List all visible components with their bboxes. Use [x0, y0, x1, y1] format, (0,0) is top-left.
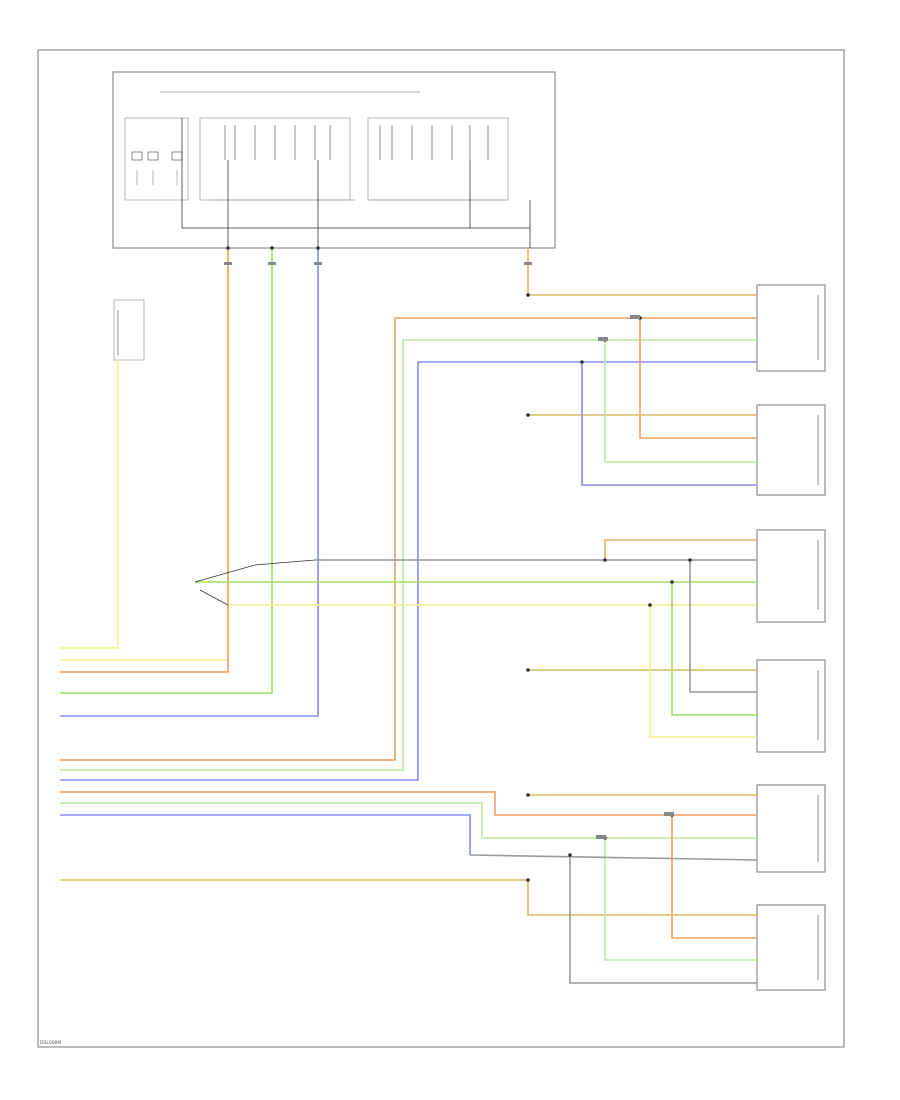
terminal-markers: [224, 262, 674, 839]
left-junction: [113, 299, 145, 361]
footer-code: DSL000M: [40, 1040, 61, 1046]
switch-symbol: [194, 559, 316, 606]
connector-blocks: [756, 284, 826, 991]
module-assembly: [112, 71, 556, 249]
diagram-frame: [37, 49, 845, 1048]
splice-points: [226, 246, 692, 882]
